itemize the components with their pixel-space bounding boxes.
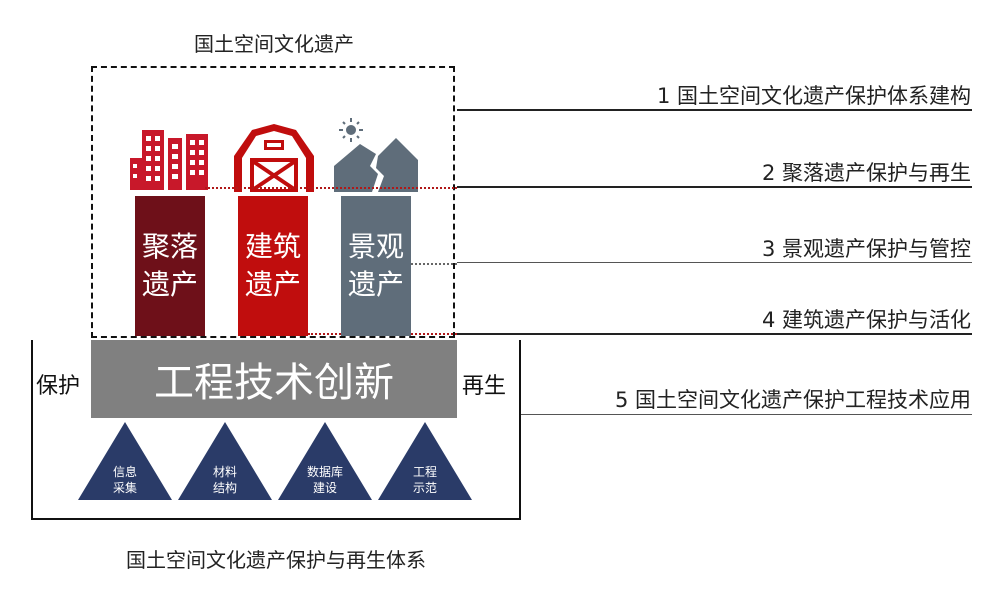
protect-label: 保护 bbox=[36, 374, 81, 399]
triangle-label-demo: 工程 示范 bbox=[412, 465, 437, 495]
right-line-2 bbox=[457, 186, 972, 188]
architecture-line1: 建筑 bbox=[244, 230, 301, 263]
landscape-mountain-icon bbox=[334, 118, 418, 192]
triangle-material bbox=[178, 422, 272, 500]
triangle-database bbox=[278, 422, 372, 500]
triangle-info bbox=[78, 422, 172, 500]
landscape-line1: 景观 bbox=[347, 230, 404, 263]
right-item-5: 5 国土空间文化遗产保护工程技术应用 bbox=[614, 388, 971, 412]
triangle-label-database: 数据库 建设 bbox=[306, 465, 343, 495]
right-item-2: 2 聚落遗产保护与再生 bbox=[761, 161, 971, 185]
system-bracket bbox=[31, 340, 521, 520]
right-line-5 bbox=[521, 414, 972, 415]
bottom-title: 国土空间文化遗产保护与再生体系 bbox=[126, 548, 426, 572]
connector-landscape bbox=[411, 263, 457, 265]
top-title: 国土空间文化遗产 bbox=[194, 32, 354, 56]
barn-icon bbox=[234, 124, 314, 192]
settlement-line2: 遗产 bbox=[141, 268, 198, 301]
right-line-1 bbox=[457, 109, 972, 111]
right-item-1: 1 国土空间文化遗产保护体系建构 bbox=[656, 84, 971, 108]
right-line-4 bbox=[457, 333, 972, 335]
triangle-row bbox=[78, 422, 472, 500]
triangle-label-info: 信息 采集 bbox=[112, 465, 137, 495]
settlement-heritage-pillar: 聚落 遗产 bbox=[135, 196, 205, 336]
heritage-dashed-frame bbox=[91, 66, 455, 338]
landscape-line2: 遗产 bbox=[347, 268, 404, 301]
settlement-line1: 聚落 bbox=[141, 230, 198, 263]
right-item-3: 3 景观遗产保护与管控 bbox=[761, 237, 971, 261]
regeneration-label: 再生 bbox=[462, 374, 507, 399]
connector-settlement bbox=[205, 187, 457, 189]
engineering-innovation-bar: 工程技术创新 bbox=[91, 340, 457, 418]
settlement-buildings-icon bbox=[130, 130, 208, 190]
triangle-demo bbox=[378, 422, 472, 500]
architecture-heritage-pillar: 建筑 遗产 bbox=[238, 196, 308, 336]
right-item-4: 4 建筑遗产保护与活化 bbox=[761, 308, 971, 332]
right-line-3 bbox=[457, 262, 972, 263]
landscape-heritage-pillar: 景观 遗产 bbox=[341, 196, 411, 336]
triangle-label-material: 材料 结构 bbox=[212, 465, 237, 495]
architecture-line2: 遗产 bbox=[244, 268, 301, 301]
